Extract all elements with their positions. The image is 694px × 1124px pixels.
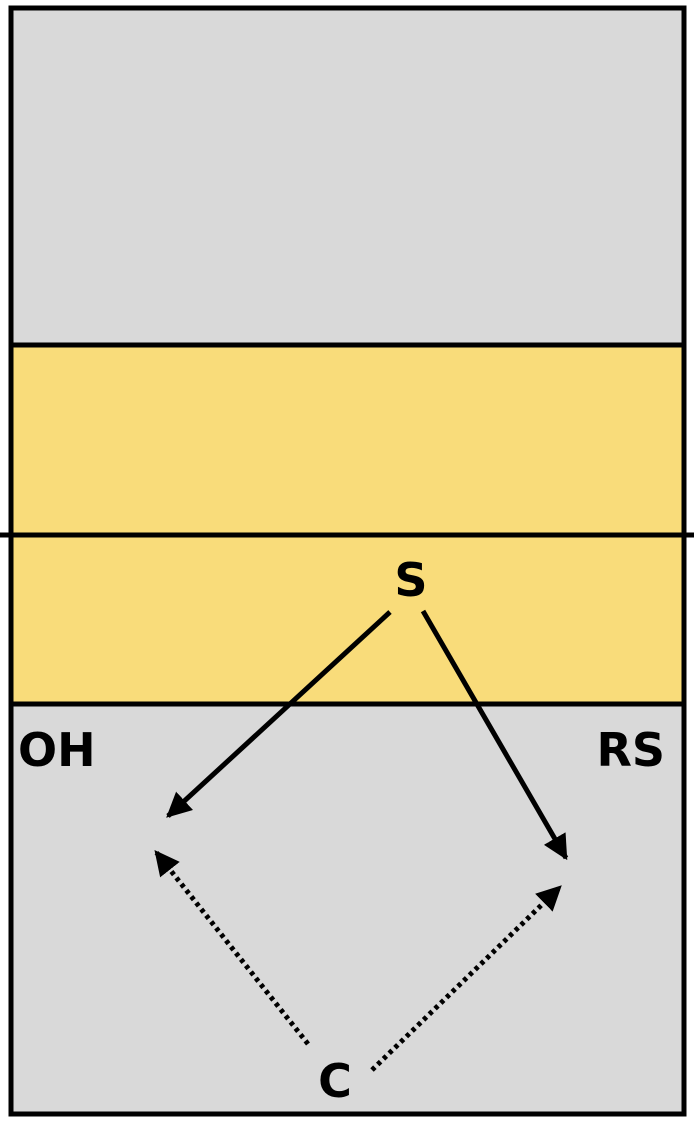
- right-side-label: RS: [596, 723, 665, 777]
- outside-hitter-label: OH: [18, 723, 96, 777]
- far-court-area: [11, 8, 684, 345]
- setter-to-outside-arrow: [166, 610, 392, 818]
- center-label: C: [318, 1054, 352, 1108]
- setter-label: S: [394, 553, 427, 607]
- court-boundary: [8, 5, 687, 1117]
- center-to-right-side-dotted-arrow: [370, 885, 562, 1072]
- near-court-area: [11, 704, 684, 1114]
- setter-to-right-side-arrow: [420, 609, 569, 861]
- attack-zone-band: [11, 345, 684, 704]
- center-to-outside-dotted-arrow: [154, 850, 310, 1046]
